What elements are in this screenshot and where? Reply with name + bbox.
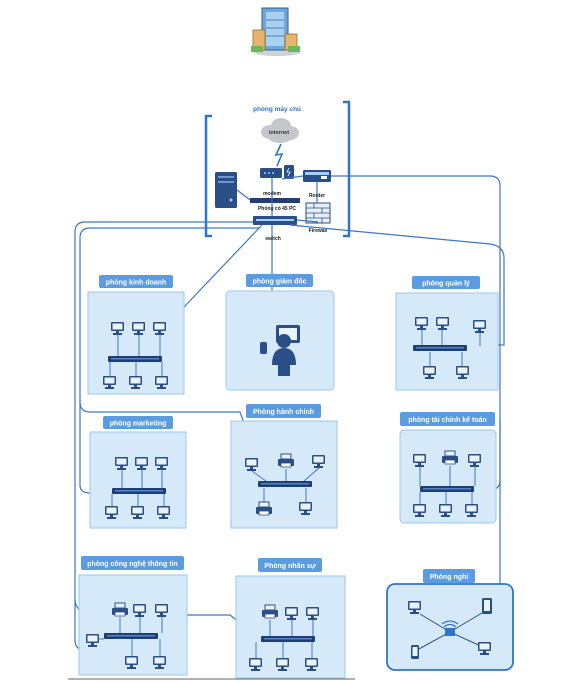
room-marketing-title: phòng marketing <box>110 421 167 428</box>
room-quan-ly: phòng quản lý <box>395 276 499 391</box>
room-hanh-chinh: Phòng hành chính <box>230 404 338 529</box>
cloud-icon <box>261 118 299 143</box>
room-cntt: phòng công nghệ thông tin <box>78 556 188 676</box>
room-kinh-doanh-title: phòng kinh doanh <box>106 280 167 287</box>
internet-label: internet <box>269 130 289 136</box>
router-icon <box>303 170 331 182</box>
server-room-frame <box>204 100 351 238</box>
server-room-title: phòng máy chủ <box>253 106 301 113</box>
main-switch-icon <box>253 216 297 225</box>
room-cntt-title: phòng công nghệ thông tin <box>87 561 178 568</box>
room-kinh-doanh: phòng kinh doanh <box>87 275 185 395</box>
room-quan-ly-title: phòng quản lý <box>422 281 470 288</box>
server-rack-bar <box>250 198 300 203</box>
room-marketing: phòng marketing <box>89 416 187 529</box>
tablet-icon <box>482 598 492 614</box>
room-nghi: Phòng nghỉ <box>386 569 514 671</box>
server-label: Phòng có 45 PC <box>258 206 296 212</box>
room-nhan-su: Phòng nhân sự <box>235 558 346 679</box>
room-giam-doc: phòng giám đốc <box>225 274 335 391</box>
modem-icon <box>260 165 294 179</box>
room-hanh-chinh-title: Phòng hành chính <box>253 409 314 416</box>
room-giam-doc-title: phòng giám đốc <box>252 278 306 286</box>
director-person-icon <box>260 325 300 376</box>
wifi-access-point-icon <box>441 620 459 636</box>
room-tai-chinh: phòng tài chính kế toán <box>399 412 497 524</box>
firewall-icon <box>305 202 331 224</box>
switch-label: switch <box>265 236 281 242</box>
room-nghi-title: Phòng nghỉ <box>430 574 469 581</box>
company-building-icon <box>251 7 301 56</box>
firewall-label: Firewall <box>309 228 328 234</box>
room-nhan-su-title: Phòng nhân sự <box>264 563 316 570</box>
server-icon <box>215 172 237 208</box>
room-tai-chinh-title: phòng tài chính kế toán <box>408 416 487 424</box>
phone-icon <box>411 645 419 659</box>
lightning-icon <box>274 143 284 167</box>
